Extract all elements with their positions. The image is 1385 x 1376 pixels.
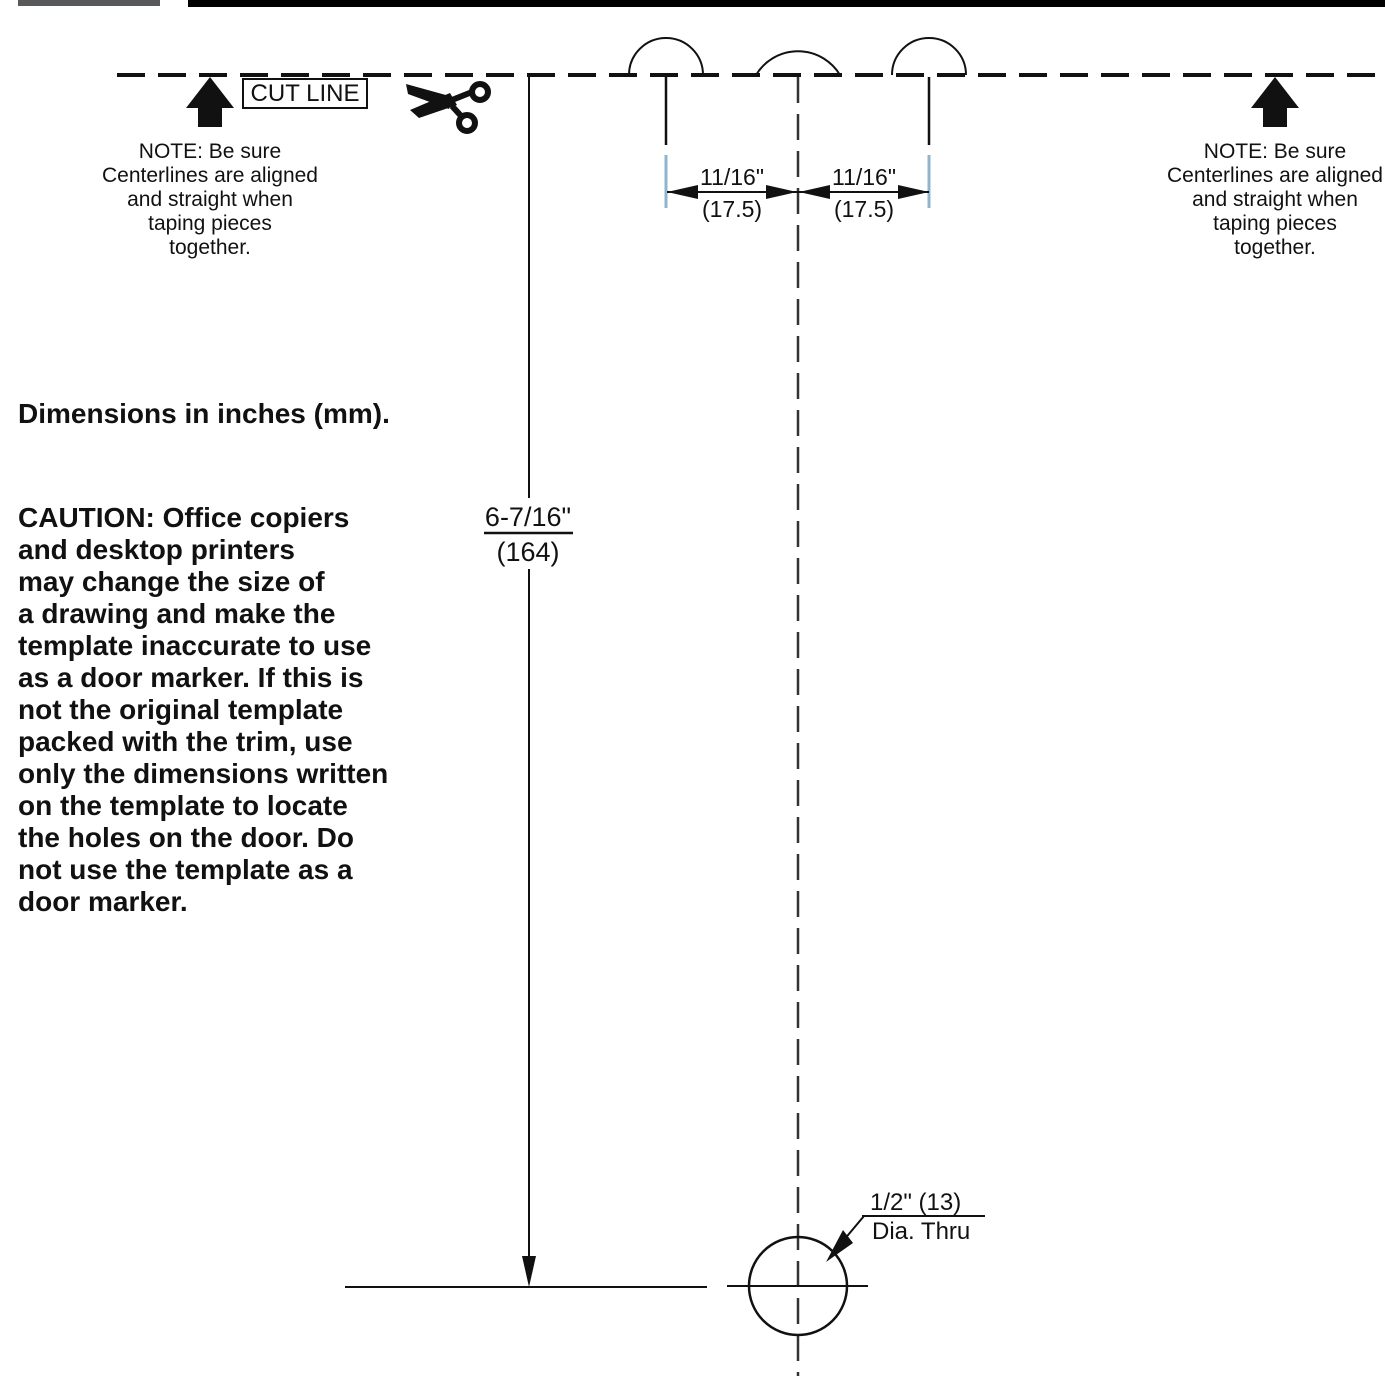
note-right: NOTE: Be sure Centerlines are aligned an… [1167,140,1383,259]
dim-arrowhead-center-left [766,185,797,199]
hole-dim-size: 1/2" (13) [870,1189,962,1216]
dim-vertical-mm: (164) [496,537,560,567]
left-hole-arc [628,37,704,76]
dim-arrowhead-left [667,185,698,199]
dim-arrowhead-right [898,185,929,199]
up-arrow-icon [1251,77,1299,127]
up-arrow-icon [186,77,234,127]
note-left: NOTE: Be sure Centerlines are aligned an… [102,140,318,259]
leader-arrowhead [826,1230,853,1262]
top-gray-bar [18,0,160,6]
dim-vertical-inches: 6-7/16" [484,502,572,532]
caution-text: CAUTION: Office copiers and desktop prin… [18,502,389,917]
right-hole-arc [891,37,967,76]
dim-right-inches: 11/16" [831,164,896,190]
dim-right-mm: (17.5) [833,196,895,222]
cut-line-label-box: CUT LINE [242,78,368,109]
hole-circle [747,1235,849,1337]
dim-left-inches: 11/16" [699,164,764,190]
units-note: Dimensions in inches (mm). [18,398,390,429]
top-black-bar [188,0,1385,7]
down-arrow-icon [522,1256,536,1287]
hole-dim-type: Dia. Thru [872,1218,971,1245]
cut-line-label: CUT LINE [250,80,360,107]
dim-arrowhead-center-right [799,185,830,199]
dim-left-mm: (17.5) [701,196,763,222]
center-hole-arc [755,50,841,76]
scissors-icon [406,81,491,134]
